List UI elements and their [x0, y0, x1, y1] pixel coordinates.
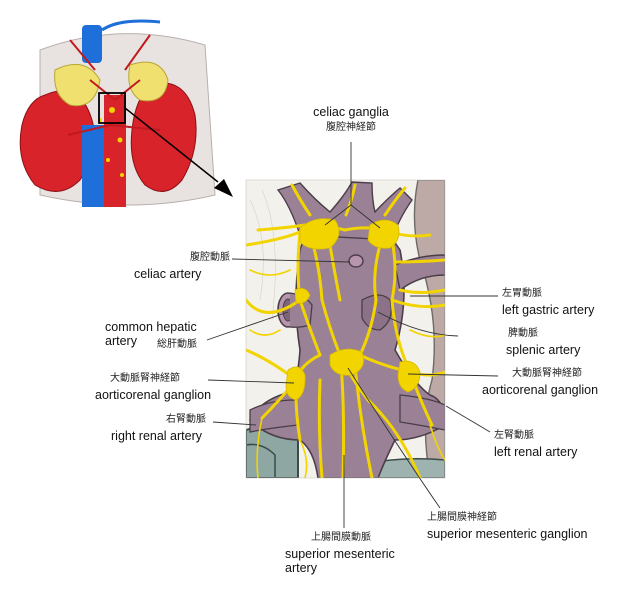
- leader-aorticorenal-right: [407, 373, 499, 377]
- label-common-hepatic-artery: common hepatic artery 総肝動脈: [105, 320, 197, 350]
- leader-splenic: [377, 311, 459, 337]
- label-splenic-artery-en: splenic artery: [506, 342, 581, 357]
- leader-right-renal: [212, 421, 257, 426]
- label-aorticorenal-ganglion-right-side-en: aorticorenal ganglion: [482, 382, 599, 397]
- label-celiac-artery: 腹腔動脈 celiac artery: [128, 252, 230, 281]
- celiac-artery-opening: [348, 254, 364, 268]
- label-aorticorenal-ganglion-right-side: 大動脈腎神経節 aorticorenal ganglion: [482, 368, 598, 397]
- label-aorticorenal-ganglion-left-side-en: aorticorenal ganglion: [95, 387, 212, 402]
- label-celiac-ganglia-jp: 腹腔神経節: [326, 122, 376, 134]
- ganglia: [285, 218, 421, 401]
- label-celiac-artery-en: celiac artery: [134, 266, 202, 281]
- label-celiac-ganglia-en: celiac ganglia: [313, 105, 389, 119]
- label-left-renal-artery-jp: 左腎動脈: [494, 430, 534, 441]
- label-superior-mesenteric-artery-en2: artery: [285, 560, 317, 575]
- label-aorticorenal-ganglion-left-side: 大動脈腎神経節 aorticorenal ganglion: [95, 373, 211, 402]
- left-gastric-branch: [394, 254, 445, 292]
- label-common-hepatic-artery-en1: common hepatic: [105, 320, 197, 334]
- label-left-gastric-artery-jp: 左胃動脈: [502, 288, 542, 299]
- nerve-network: [246, 183, 445, 478]
- superior-mesenteric-ganglion-blob: [329, 348, 365, 376]
- leader-celiac-ganglia: [324, 142, 381, 229]
- label-common-hepatic-artery-jp: 総肝動脈: [157, 339, 197, 350]
- overview-esophagus-blue: [82, 25, 102, 63]
- label-splenic-artery: 脾動脈 splenic artery: [506, 328, 580, 357]
- overview-right-kidney: [19, 90, 95, 192]
- label-aorticorenal-ganglion-left-side-jp: 大動脈腎神経節: [110, 373, 180, 384]
- label-celiac-ganglia: celiac ganglia 腹腔神経節: [313, 105, 389, 134]
- leader-superior-mesenteric-ganglion: [347, 367, 441, 509]
- label-splenic-artery-jp: 脾動脈: [508, 328, 538, 339]
- leader-lines: [206, 142, 499, 528]
- zoom-callout-line: [124, 107, 219, 183]
- celiac-ganglion-right: [367, 219, 400, 249]
- aorticorenal-ganglion-left-blob: [285, 366, 306, 401]
- leader-common-hepatic: [206, 311, 289, 341]
- celiac-ganglion-left: [299, 218, 340, 250]
- leader-celiac-artery: [231, 258, 351, 263]
- overview-vena-cava: [82, 125, 106, 207]
- label-aorticorenal-ganglion-right-side-jp: 大動脈腎神経節: [512, 368, 582, 379]
- label-superior-mesenteric-ganglion-en: superior mesenteric ganglion: [427, 526, 588, 541]
- zoom-callout-arrowhead: [214, 179, 233, 197]
- label-superior-mesenteric-artery-jp: 上腸間膜動脈: [311, 532, 371, 543]
- label-superior-mesenteric-artery: 上腸間膜動脈 superior mesenteric artery: [285, 532, 395, 575]
- label-superior-mesenteric-artery-en1: superior mesenteric: [285, 546, 395, 561]
- label-celiac-artery-jp: 腹腔動脈: [190, 252, 230, 263]
- label-left-renal-artery: 左腎動脈 left renal artery: [494, 430, 577, 459]
- label-superior-mesenteric-ganglion: 上腸間膜神経節 superior mesenteric ganglion: [427, 512, 588, 541]
- leader-aorticorenal-left: [207, 379, 295, 384]
- label-left-gastric-artery-en: left gastric artery: [502, 302, 595, 317]
- splenic-artery-stub: [361, 294, 392, 331]
- label-right-renal-artery-jp: 右腎動脈: [166, 414, 206, 425]
- overview-left-adrenal: [128, 61, 169, 102]
- aorticorenal-ganglion-right-blob: [397, 360, 421, 393]
- label-left-renal-artery-en: left renal artery: [494, 444, 578, 459]
- label-common-hepatic-artery-en2: artery: [105, 334, 137, 349]
- label-right-renal-artery-en: right renal artery: [111, 428, 203, 443]
- label-right-renal-artery: 右腎動脈 right renal artery: [111, 414, 206, 443]
- leader-left-renal: [445, 405, 491, 433]
- label-left-gastric-artery: 左胃動脈 left gastric artery: [502, 288, 594, 317]
- overview-right-adrenal: [54, 63, 101, 107]
- label-superior-mesenteric-ganglion-jp: 上腸間膜神経節: [427, 512, 497, 523]
